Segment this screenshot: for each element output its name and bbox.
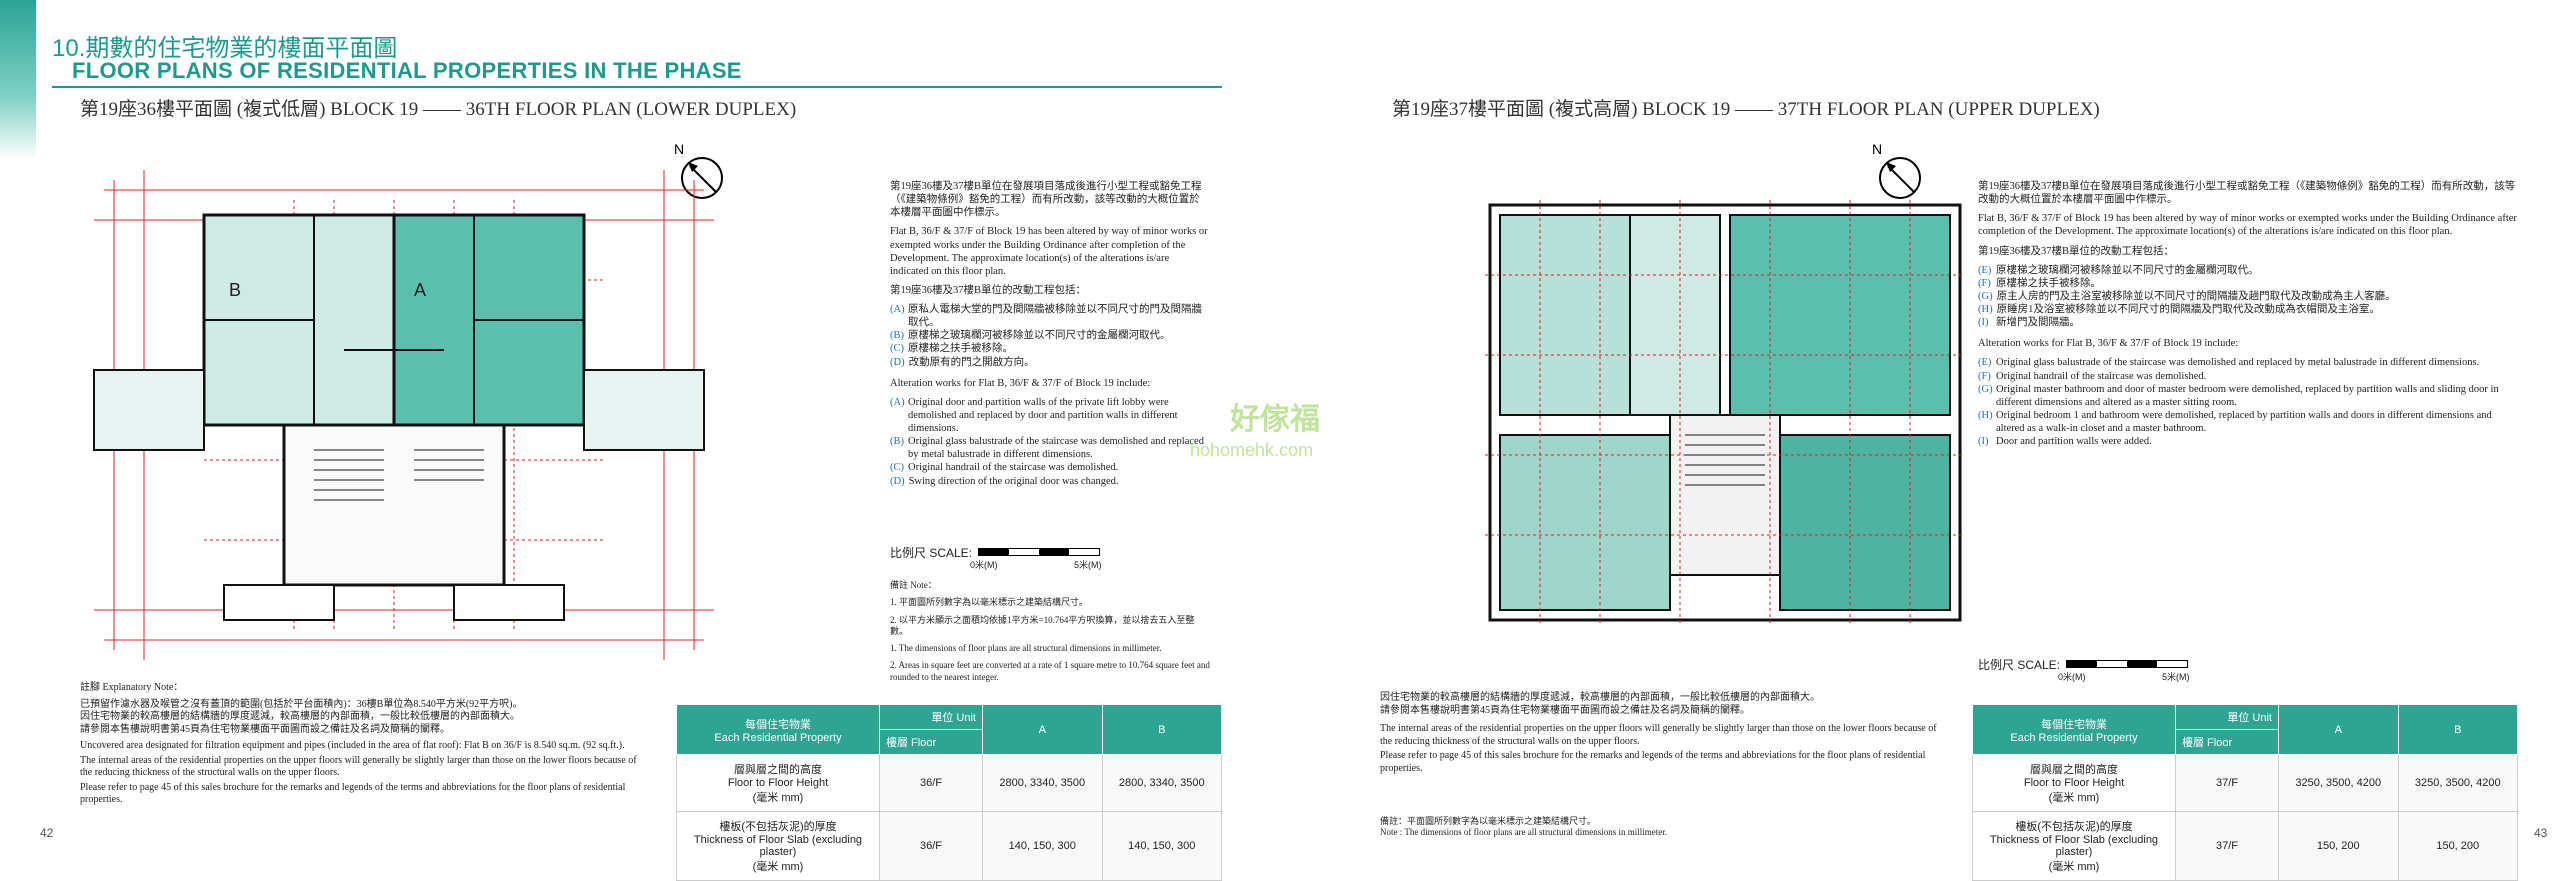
- notes-en: Flat B, 36/F & 37/F of Block 19 has been…: [890, 226, 1208, 277]
- explanatory-line: The internal areas of the residential pr…: [1380, 723, 1937, 747]
- remark-line: 1. 平面圖所列數字為以毫米標示之建築結構尺寸。: [890, 597, 1089, 608]
- svg-text:N: N: [1872, 141, 1882, 157]
- watermark-en: hohomehk.com: [1190, 440, 1314, 460]
- works-zh-item: (E)原樓梯之玻璃欄河被移除並以不同尺寸的金屬欄河取代。: [1978, 264, 2259, 276]
- section-subtitle: FLOOR PLANS OF RESIDENTIAL PROPERTIES IN…: [72, 58, 742, 83]
- right-scale-label: 比例尺 SCALE:: [1978, 658, 2061, 672]
- notes-en: Flat B, 36/F & 37/F of Block 19 has been…: [1978, 213, 2517, 238]
- flat-b-label: B: [229, 280, 242, 300]
- header-unit: 單位 Unit: [879, 704, 983, 730]
- explanatory-line: 因住宅物業的較高樓層的結構牆的厚度遞減，較高樓層的內部面積，一般比較低樓層的內部…: [1380, 692, 1820, 703]
- notes-zh: 第19座36樓及37樓B單位在發展項目落成後進行小型工程或豁免工程（《建築物條例…: [1978, 181, 2516, 206]
- works-en-item: (H)Original bedroom 1 and bathroom were …: [1978, 409, 2492, 434]
- flat-a-label: A: [414, 280, 427, 300]
- decorative-side-bar: [0, 0, 36, 160]
- explanatory-line: 請參閱本售樓說明書第45頁為住宅物業樓面平面圖而設之備註及名詞及簡稱的闡釋。: [1380, 704, 1750, 716]
- remark-line: 1. The dimensions of floor plans are all…: [890, 643, 1162, 653]
- floor-plan-36f: B A: [84, 160, 724, 670]
- left-scale-0: 0米(M): [970, 560, 998, 570]
- remark-line: 2. Areas in square feet are converted at…: [890, 660, 1210, 682]
- works-en-item: (G)Original master bathroom and door of …: [1978, 383, 2499, 408]
- remark-zh: 備註：平面圖所列數字為以毫米標示之建築結構尺寸。: [1380, 816, 1597, 826]
- works-zh-item: (F)原樓梯之扶手被移除。: [1978, 277, 2101, 289]
- left-page-number: 42: [40, 826, 54, 840]
- watermark-zh: 好傢福: [1230, 403, 1320, 436]
- works-en-item: (F)Original handrail of the staircase wa…: [1978, 370, 2207, 382]
- left-remarks: 備註 Note： 1. 平面圖所列數字為以毫米標示之建築結構尺寸。 2. 以平方…: [890, 580, 1210, 689]
- svg-text:N: N: [674, 141, 684, 157]
- works-en-item: (C)Original handrail of the staircase wa…: [890, 462, 1119, 474]
- works-zh-item: (G)原主人房的門及主浴室被移除並以不同尺寸的間隔牆及趟門取代及改動成為主人客廳…: [1978, 290, 2396, 302]
- explanatory-line: The internal areas of the residential pr…: [80, 754, 637, 779]
- left-alteration-notes: 第19座36樓及37樓B單位在發展項目落成後進行小型工程或豁免工程（《建築物條例…: [890, 180, 1210, 488]
- header-b: B: [1101, 704, 1222, 755]
- right-scale-bar: [2066, 660, 2188, 668]
- works-zh-item: (A)原私人電梯大堂的門及間隔牆被移除並以不同尺寸的門及間隔牆取代。: [890, 304, 1202, 329]
- left-scale-5: 5米(M): [1074, 560, 1102, 570]
- left-scale-bar: [978, 548, 1100, 556]
- explanatory-line: 請參閱本售樓說明書第45頁為住宅物業樓面平面圖而設之備註及名詞及簡稱的闡釋。: [80, 723, 450, 735]
- header-unit: 單位 Unit: [2175, 704, 2279, 730]
- explanatory-line: Please refer to page 45 of this sales br…: [80, 781, 626, 806]
- remark-en: Note : The dimensions of floor plans are…: [1380, 827, 1668, 838]
- remarks-heading: 備註 Note：: [890, 580, 937, 590]
- works-zh-item: (C)原樓梯之扶手被移除。: [890, 343, 1013, 355]
- remark-line: 2. 以平方米顯示之面積均依據1平方米=10.764平方呎換算，並以捨去五入至整…: [890, 614, 1195, 636]
- right-scale-5: 5米(M): [2162, 672, 2190, 682]
- works-zh-item: (I)新增門及間隔牆。: [1978, 317, 2080, 329]
- header-floor: 樓層 Floor: [2175, 729, 2279, 755]
- works-zh-heading: 第19座36樓及37樓B單位的改動工程包括：: [890, 284, 1087, 296]
- header-a: A: [982, 704, 1103, 755]
- explanatory-line: Please refer to page 45 of this sales br…: [1380, 750, 1926, 774]
- left-explanatory-notes: 註腳 Explanatory Note： 已預留作濾水器及喉管之沒有蓋頂的範圍(…: [80, 682, 640, 807]
- right-page-title: 第19座37樓平面圖 (複式高層) BLOCK 19 —— 37TH FLOOR…: [1392, 99, 2100, 120]
- left-scale-label: 比例尺 SCALE:: [890, 546, 973, 560]
- right-page-number: 43: [2534, 826, 2548, 840]
- right-remark: 備註：平面圖所列數字為以毫米標示之建築結構尺寸。 Note : The dime…: [1380, 816, 1940, 839]
- works-en-item: (E)Original glass balustrade of the stai…: [1978, 357, 2480, 369]
- floor-plan-37f: [1480, 195, 1970, 630]
- section-divider: [52, 86, 1222, 88]
- works-en-item: (D)Swing direction of the original door …: [890, 475, 1119, 487]
- explanatory-line: Uncovered area designated for filtration…: [80, 740, 625, 751]
- right-alteration-notes: 第19座36樓及37樓B單位在發展項目落成後進行小型工程或豁免工程（《建築物條例…: [1978, 180, 2518, 448]
- works-en-heading: Alteration works for Flat B, 36/F & 37/F…: [890, 377, 1151, 389]
- works-en-item: (I)Door and partition walls were added.: [1978, 436, 2152, 448]
- right-scale-0: 0米(M): [2058, 672, 2086, 682]
- notes-zh: 第19座36樓及37樓B單位在發展項目落成後進行小型工程或豁免工程（《建築物條例…: [890, 181, 1202, 219]
- north-arrow-icon: N: [1866, 140, 1926, 202]
- works-en-heading: Alteration works for Flat B, 36/F & 37/F…: [1978, 338, 2239, 350]
- explanatory-heading: 註腳 Explanatory Note：: [80, 682, 184, 693]
- works-en-item: (B)Original glass balustrade of the stai…: [890, 436, 1204, 461]
- north-arrow-icon: N: [668, 140, 728, 202]
- header-a: A: [2278, 704, 2399, 755]
- section-title: 10.期數的住宅物業的樓面平面圖: [52, 35, 398, 62]
- works-zh-item: (H)原睡房1及浴室被移除並以不同尺寸的間隔牆及門取代及改動成為衣帽間及主浴室。: [1978, 304, 2380, 315]
- works-en-item: (A)Original door and partition walls of …: [890, 396, 1178, 434]
- explanatory-line: 已預留作濾水器及喉管之沒有蓋頂的範圍(包括於平台面積內)：36樓B單位為8.54…: [80, 698, 523, 710]
- left-page-title: 第19座36樓平面圖 (複式低層) BLOCK 19 —— 36TH FLOOR…: [80, 99, 797, 120]
- explanatory-line: 因住宅物業的較高樓層的結構牆的厚度遞減，較高樓層的內部面積，一般比較低樓層的內部…: [80, 711, 520, 722]
- header-floor: 樓層 Floor: [879, 729, 983, 755]
- right-explanatory-notes: 因住宅物業的較高樓層的結構牆的厚度遞減，較高樓層的內部面積，一般比較低樓層的內部…: [1380, 692, 1940, 775]
- works-zh-heading: 第19座36樓及37樓B單位的改動工程包括：: [1978, 245, 2175, 257]
- works-zh-item: (B)原樓梯之玻璃欄河被移除並以不同尺寸的金屬欄河取代。: [890, 330, 1171, 342]
- works-zh-item: (D)改動原有的門之開啟方向。: [890, 356, 1035, 368]
- header-b: B: [2397, 704, 2518, 755]
